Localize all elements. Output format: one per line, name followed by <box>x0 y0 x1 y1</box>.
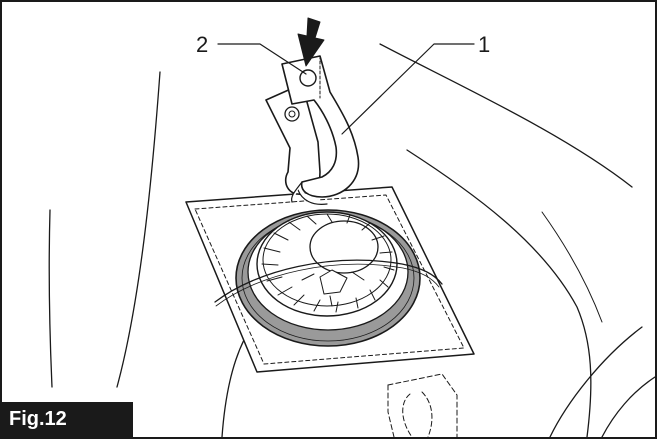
body-contour <box>48 43 655 437</box>
figure-caption: Fig.12 <box>2 402 133 437</box>
ribbed-cap <box>256 211 398 317</box>
arrow-down-icon <box>297 17 325 67</box>
lifting-strap <box>214 259 443 307</box>
leader-lines <box>217 43 475 135</box>
lifting-tool <box>265 55 360 205</box>
callout-2: 2 <box>196 32 209 57</box>
hidden-component <box>387 373 458 437</box>
callout-1: 1 <box>478 32 491 57</box>
